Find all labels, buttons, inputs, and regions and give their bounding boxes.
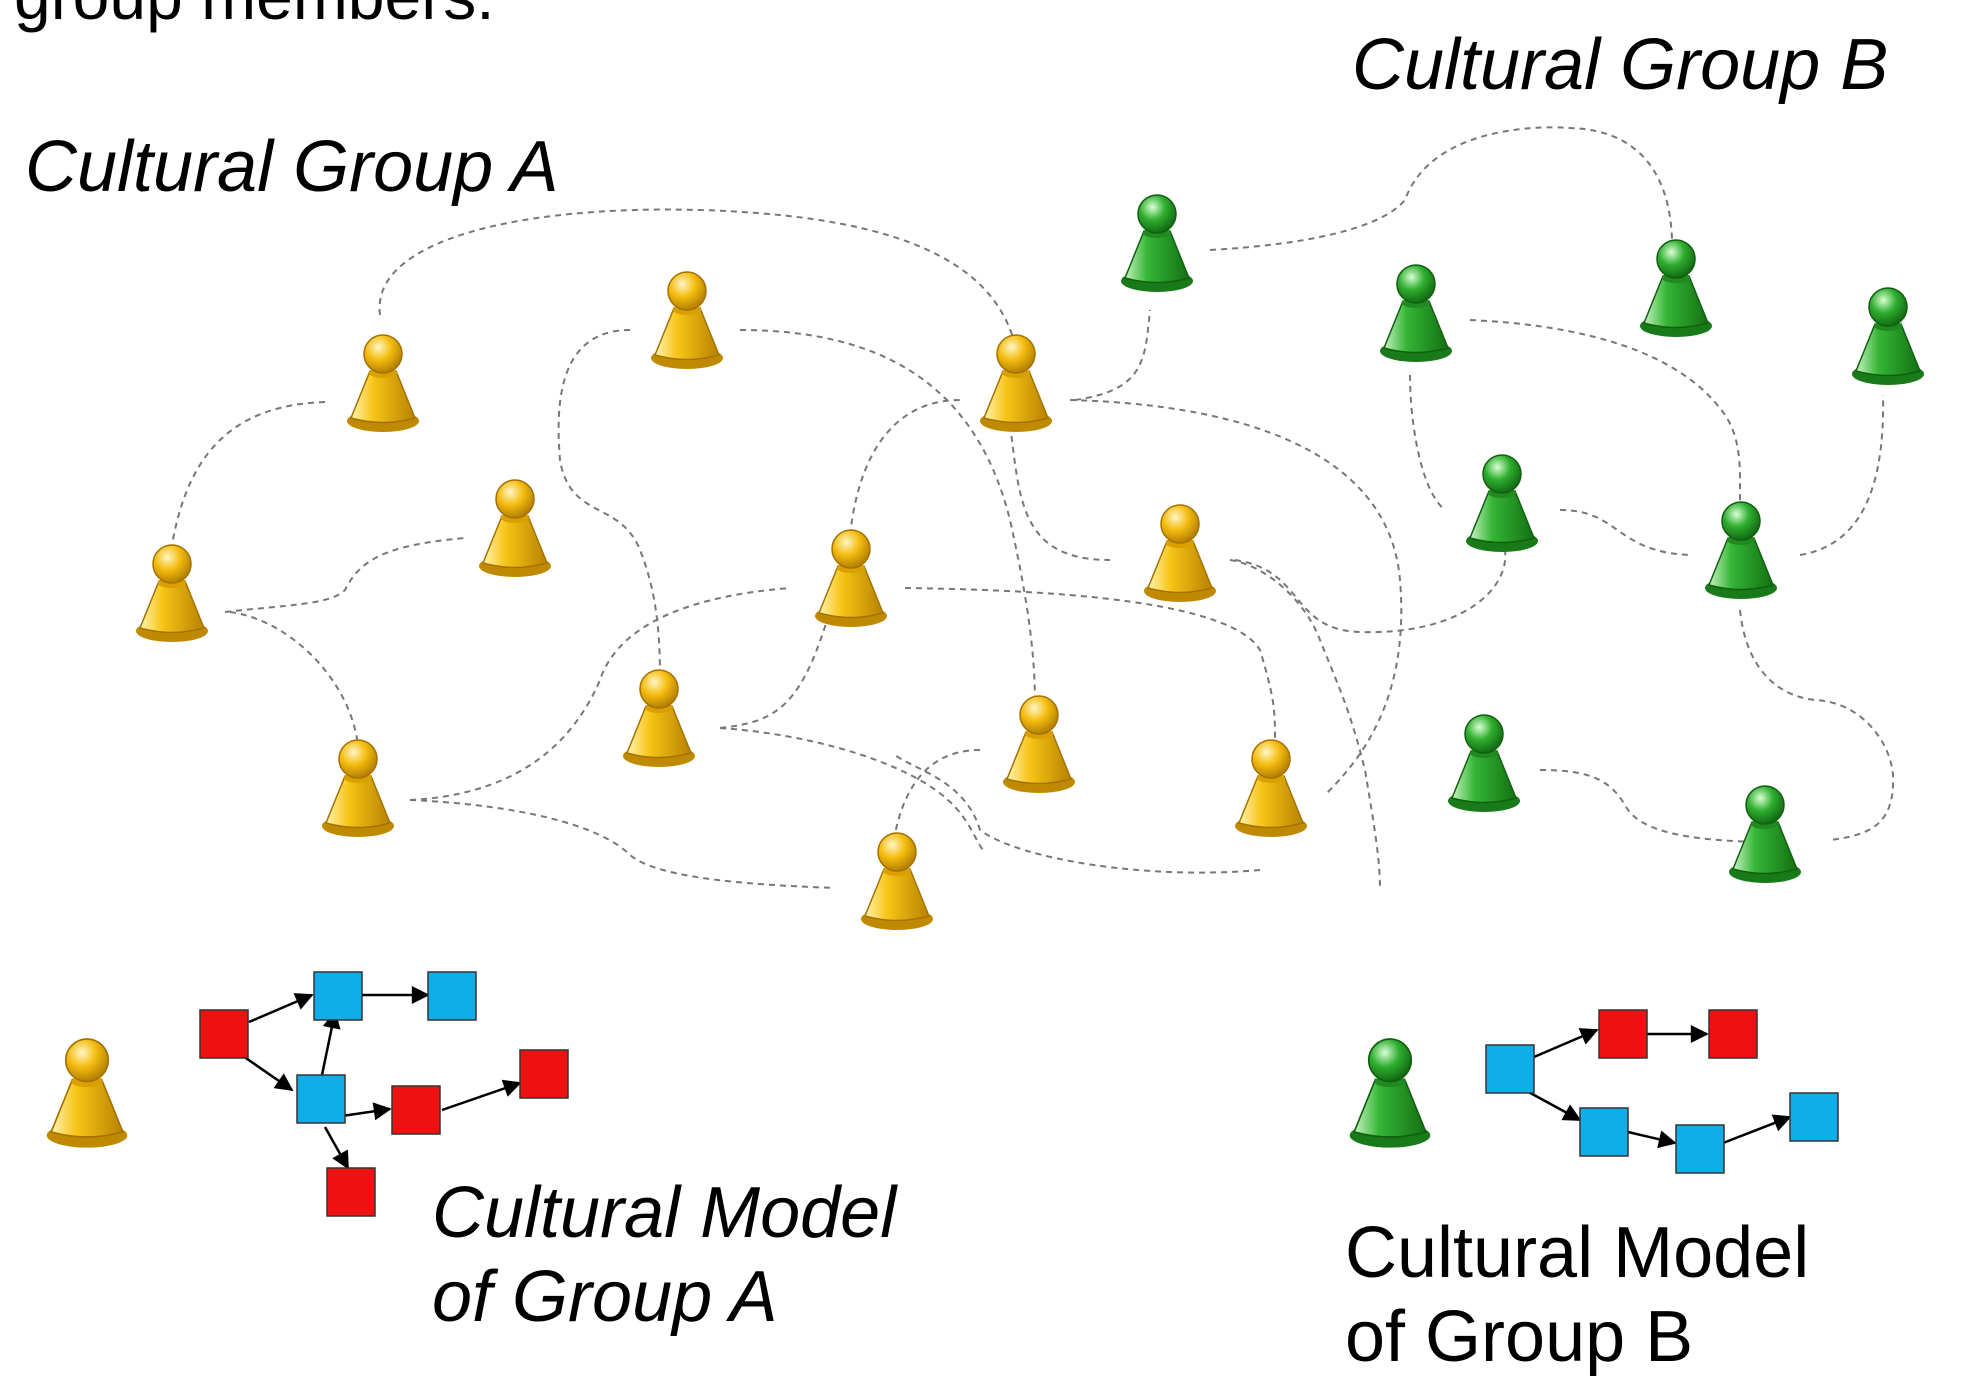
pawn-icon: [1234, 739, 1308, 838]
cultural-model-b: [1485, 1009, 1839, 1174]
pawn-icon: [1143, 504, 1217, 603]
link: [1409, 374, 1446, 511]
arrow: [248, 993, 314, 1024]
link: [1009, 424, 1111, 561]
model-node-red: [1598, 1009, 1648, 1059]
link: [1209, 126, 1673, 251]
link: [378, 208, 1016, 346]
model-node-blue: [1485, 1044, 1535, 1094]
arrow: [323, 1126, 350, 1170]
pawn-icon: [135, 544, 209, 643]
pawn-icon: [1348, 1038, 1432, 1149]
pawn-icon: [478, 479, 552, 578]
link: [1559, 509, 1691, 556]
link: [719, 727, 984, 851]
top-fragment-text: group members.: [14, 0, 495, 31]
model-a-caption-line2: of Group A: [432, 1257, 778, 1337]
cultural-model-a: [199, 971, 569, 1217]
link: [719, 399, 961, 729]
pawn-icon: [650, 271, 724, 370]
link: [1234, 549, 1507, 634]
pawn-icon: [45, 1038, 129, 1149]
model-b-caption-line1: Cultural Model: [1345, 1213, 1810, 1293]
link: [1799, 394, 1885, 556]
model-node-blue: [296, 1074, 346, 1124]
group-a-title: Cultural Group A: [25, 127, 559, 207]
pawn-icon: [346, 334, 420, 433]
pawn-icon: [1379, 264, 1453, 363]
model-node-blue: [427, 971, 477, 1021]
link: [557, 329, 661, 686]
group-a-members: [135, 271, 1308, 931]
link: [229, 611, 359, 746]
group-b-members: [1120, 194, 1925, 884]
link: [409, 799, 836, 889]
arrow: [441, 1079, 522, 1112]
model-node-red: [391, 1085, 441, 1135]
model-b-caption-line2: of Group B: [1345, 1297, 1694, 1377]
pawn-icon: [1851, 287, 1925, 386]
link: [224, 537, 466, 613]
link: [1229, 559, 1381, 891]
social-links: [171, 126, 1895, 891]
link: [1074, 309, 1151, 401]
link: [171, 401, 326, 546]
pawn-icon: [622, 669, 696, 768]
arrow: [1533, 1028, 1599, 1059]
model-node-blue: [313, 971, 363, 1021]
pawn-icon: [860, 832, 934, 931]
link: [892, 749, 981, 846]
model-node-red: [326, 1167, 376, 1217]
pawn-icon: [1704, 501, 1778, 600]
model-node-blue: [1789, 1092, 1839, 1142]
pawn-icon: [1465, 454, 1539, 553]
link: [904, 587, 1276, 746]
pawn-icon: [814, 529, 888, 628]
model-node-red: [519, 1049, 569, 1099]
arrow: [1627, 1130, 1677, 1149]
pawn-icon: [1728, 785, 1802, 884]
pawn-icon: [1639, 239, 1713, 338]
link: [739, 329, 1036, 706]
model-node-red: [199, 1009, 249, 1059]
model-node-red: [1708, 1009, 1758, 1059]
pawn-icon: [1447, 714, 1521, 813]
pawn-icon: [1002, 695, 1076, 794]
group-b-title: Cultural Group B: [1352, 25, 1889, 105]
pawn-icon: [1120, 194, 1194, 293]
arrow: [320, 1010, 341, 1076]
link: [1069, 399, 1403, 796]
model-node-blue: [1675, 1124, 1725, 1174]
model-node-blue: [1579, 1107, 1629, 1157]
link: [894, 754, 1261, 874]
model-a-caption-line1: Cultural Model: [432, 1173, 897, 1253]
pawn-icon: [979, 334, 1053, 433]
arrow: [1722, 1114, 1792, 1145]
link: [409, 587, 791, 801]
link: [1539, 769, 1756, 843]
pawn-icon: [321, 739, 395, 838]
